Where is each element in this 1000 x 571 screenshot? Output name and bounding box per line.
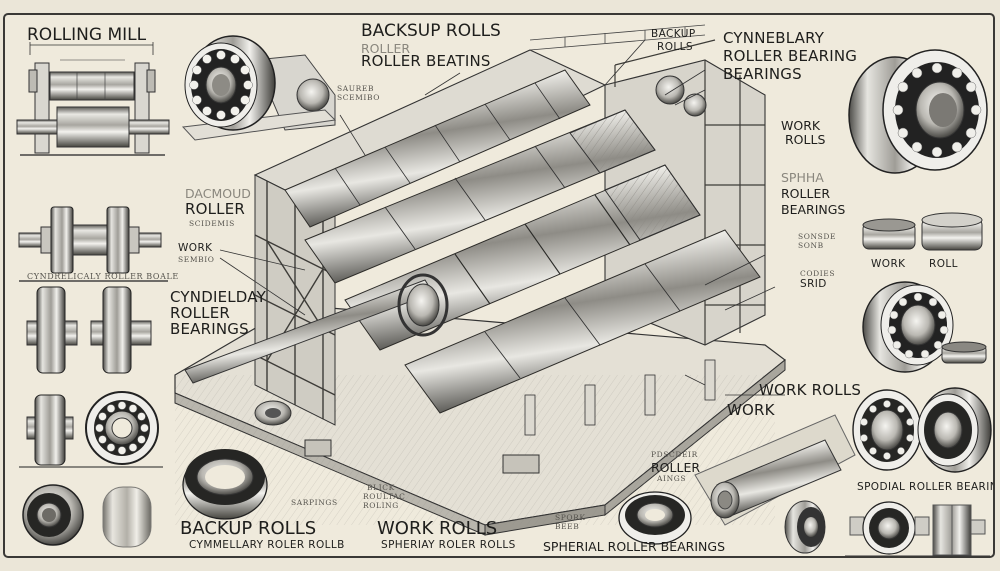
label-work-right: WORK — [781, 118, 821, 133]
drive-shaft — [184, 273, 449, 384]
diagram-sheet: ROLLING MILL BACKSUP ROLLS ROLLER ROLLER… — [3, 13, 995, 558]
bearing-balls — [95, 401, 149, 455]
label-small-srid: SRID — [800, 278, 827, 290]
rolling-mill-illustration — [16, 24, 992, 556]
label-work-rolls-lower-right: WORK ROLLS — [759, 381, 862, 399]
label-small-sonsde: SONSDE — [798, 232, 837, 241]
label-cylindrical-top-right: CYNNEBLARY — [723, 29, 825, 47]
bearing-balls — [189, 50, 253, 120]
label-small-beeb: BEEB — [555, 522, 580, 531]
roll-stand-elevation — [16, 42, 170, 156]
label-backup-rolls-top: BACKSUP ROLLS — [361, 21, 501, 41]
caption-work-rolls: WORK ROLLS — [377, 518, 498, 539]
label-small-sarpings: SARPINGS — [291, 498, 338, 507]
label-small-codies: CODIES — [800, 269, 836, 278]
wheel-pair-elevation — [26, 286, 152, 374]
isometric-mill — [174, 24, 786, 536]
label-small-sembio: SEMBIO — [178, 255, 215, 264]
large-bearing-top-right — [848, 49, 988, 174]
label-rolls-right: ROLLS — [785, 132, 826, 147]
label-rolls: ROLLS — [657, 41, 693, 53]
label-small-aings: AINGS — [657, 474, 687, 483]
label-small-spork: SPORK — [555, 513, 586, 522]
label-small-scidemis: SCIDEMIS — [189, 219, 235, 228]
backup-roll-upper — [284, 69, 591, 228]
label-roller-bearings-top: ROLLER BEATINS — [361, 52, 491, 70]
caption-cylindrical-roller-bole: CYNDRELICALY ROLLER BOALE — [27, 272, 179, 281]
label-roller-bearing-top-right: ROLLER BEARING — [723, 47, 858, 65]
ring-pair — [862, 212, 983, 251]
caption-backup-rolls: BACKUP ROLLS — [180, 518, 317, 539]
label-bearings-left: BEARINGS — [170, 320, 249, 338]
label-bearings-top-right: BEARINGS — [723, 65, 802, 83]
label-roller-right: ROLLER — [781, 186, 831, 201]
label-small-roling: ROLING — [363, 501, 399, 510]
label-roller-faded: ROLLER — [361, 41, 411, 56]
double-roll-elevation — [18, 206, 168, 282]
caption-work-rolls-sub: SPHERIAY ROLER ROLLS — [381, 539, 516, 551]
label-work-ring: WORK — [871, 258, 906, 270]
bottom-center-bearings — [182, 449, 692, 545]
label-spherical-right: SPHHA — [781, 170, 824, 185]
label-small-blick: BLICK — [367, 483, 395, 492]
backup-roll-lower — [404, 229, 761, 414]
label-backup-left: DACMOUD — [185, 186, 251, 201]
label-cylindrical-left: CYNDIELDAY — [170, 288, 266, 306]
bearing-set-lower-left — [19, 391, 163, 548]
label-small-sonb: SONB — [798, 241, 824, 250]
label-backup: BACKUP — [651, 28, 696, 40]
work-roll-assembly — [694, 414, 856, 526]
bearing-balls — [892, 62, 982, 158]
diagram-title: ROLLING MILL — [27, 25, 147, 45]
work-roll-upper — [304, 109, 656, 284]
label-roller-center-lower: ROLLER — [651, 460, 701, 475]
bearing-housing-top — [181, 35, 337, 141]
label-small-saureb: SAUREB — [337, 84, 375, 93]
medium-bearing-right — [862, 281, 987, 373]
caption-spherical-roller-bearings: SPHERIAL ROLLER BEARINGS — [543, 539, 726, 554]
twin-bearings — [852, 387, 992, 473]
label-small-scemibo: SCEMIBO — [337, 93, 380, 102]
label-small-roultac: ROULTAC — [363, 492, 406, 501]
caption-backup-rolls-sub: CYMMELLARY ROLER ROLLB — [189, 539, 345, 551]
leader-lines — [219, 39, 785, 396]
label-roll-ring: ROLL — [929, 258, 958, 270]
label-roller-left-2: ROLLER — [170, 304, 231, 322]
label-work-left: WORK — [178, 242, 213, 254]
bottom-right-bearings — [784, 500, 990, 556]
label-work-lower-right: WORK — [727, 401, 775, 419]
caption-spodial-roller-bearings: SPODIAL ROLLER BEARINGS — [857, 481, 993, 493]
label-roller-left: ROLLER — [185, 200, 246, 218]
label-bearings-right: BEARINGS — [781, 202, 846, 217]
label-small-pdscdeir: PDSCDEIR — [651, 450, 698, 459]
